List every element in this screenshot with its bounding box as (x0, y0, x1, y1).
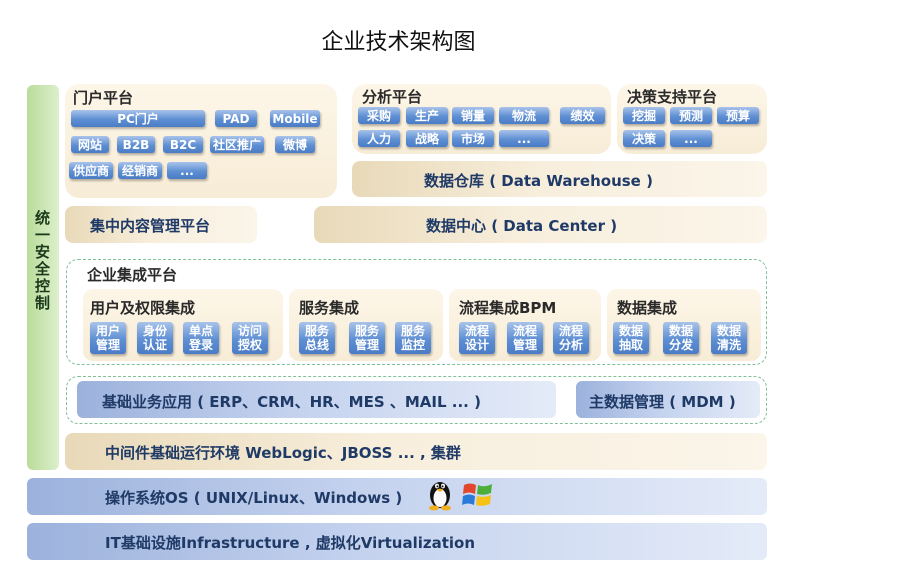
chip-data-extract: 数据 抽取 (613, 322, 649, 354)
group-data-title: 数据集成 (617, 299, 678, 317)
integration-group-service: 服务集成 服务 总线 服务 管理 服务 监控 (289, 289, 443, 361)
infra-bar: IT基础设施Infrastructure , 虚拟化Virtualization (27, 523, 767, 560)
portal-platform: 门户平台 PC门户 PAD Mobile 网站 B2B B2C 社区推广 微博 … (65, 84, 337, 198)
chip-website: 网站 (71, 136, 109, 153)
chip-performance: 绩效 (560, 107, 605, 124)
chip-service-bus: 服务 总线 (299, 322, 335, 354)
analysis-title: 分析平台 (362, 88, 423, 106)
data-warehouse-bar: 数据仓库 ( Data Warehouse ) (352, 161, 767, 197)
cms-bar: 集中内容管理平台 (65, 206, 257, 243)
chip-access: 访问 授权 (232, 322, 268, 354)
security-bar: 统一安全控制 (27, 85, 59, 470)
chip-forecast: 预测 (670, 107, 712, 124)
chip-strategy: 战略 (406, 130, 448, 147)
chip-flow-mgmt: 流程 管理 (507, 322, 543, 354)
chip-data-distribute: 数据 分发 (663, 322, 699, 354)
os-bar: 操作系统OS ( UNIX/Linux、Windows ) (27, 478, 767, 515)
group-bpm-title: 流程集成BPM (459, 299, 557, 317)
middleware-label: 中间件基础运行环境 WebLogic、JBOSS ... , 集群 (105, 444, 461, 462)
group-user-title: 用户及权限集成 (90, 299, 196, 317)
chip-pad: PAD (215, 110, 257, 127)
chip-dealer: 经销商 (118, 162, 162, 179)
chip-b2c: B2C (163, 136, 203, 153)
business-bar: 基础业务应用 ( ERP、CRM、HR、MES 、MAIL ... ) (77, 381, 556, 418)
business-label: 基础业务应用 ( ERP、CRM、HR、MES 、MAIL ... ) (102, 393, 481, 411)
portal-title: 门户平台 (73, 89, 134, 107)
mdm-bar: 主数据管理 ( MDM ) (576, 381, 760, 418)
chip-b2b: B2B (117, 136, 155, 153)
integration-group-user: 用户及权限集成 用户 管理 身份 认证 单点 登录 访问 授权 (83, 289, 283, 361)
chip-user-mgmt: 用户 管理 (90, 322, 126, 354)
group-service-title: 服务集成 (299, 299, 360, 317)
chip-pc-portal: PC门户 (71, 110, 205, 127)
chip-service-monitor: 服务 监控 (395, 322, 431, 354)
chip-hr: 人力 (358, 130, 400, 147)
mdm-label: 主数据管理 ( MDM ) (589, 393, 736, 411)
windows-logo-icon (462, 483, 492, 506)
data-center-label: 数据中心 ( Data Center ) (426, 217, 618, 235)
chip-purchase: 采购 (358, 107, 400, 124)
chip-logistics: 物流 (499, 107, 549, 124)
page-title: 企业技术架构图 (321, 30, 476, 55)
chip-analysis-more: ... (499, 130, 549, 147)
chip-mining: 挖掘 (623, 107, 665, 124)
chip-decide: 决策 (623, 130, 665, 147)
chip-supplier: 供应商 (69, 162, 113, 179)
integration-group-bpm: 流程集成BPM 流程 设计 流程 管理 流程 分析 (449, 289, 601, 361)
chip-budget: 预算 (717, 107, 759, 124)
chip-sso: 单点 登录 (183, 322, 219, 354)
integration-platform: 企业集成平台 用户及权限集成 用户 管理 身份 认证 单点 登录 访问 授权 服… (66, 259, 767, 365)
chip-mobile: Mobile (270, 110, 320, 127)
chip-service-mgmt: 服务 管理 (349, 322, 385, 354)
chip-auth: 身份 认证 (137, 322, 173, 354)
chip-sales: 销量 (452, 107, 494, 124)
chip-production: 生产 (406, 107, 448, 124)
chip-flow-analysis: 流程 分析 (553, 322, 589, 354)
decision-title: 决策支持平台 (627, 88, 718, 106)
chip-weibo: 微博 (275, 136, 315, 153)
chip-decision-more: ... (670, 130, 712, 147)
chip-flow-design: 流程 设计 (459, 322, 495, 354)
chip-market: 市场 (452, 130, 494, 147)
linux-penguin-icon (429, 482, 451, 511)
data-center-bar: 数据中心 ( Data Center ) (314, 206, 767, 243)
business-layer: 基础业务应用 ( ERP、CRM、HR、MES 、MAIL ... ) 主数据管… (66, 376, 767, 424)
cms-label: 集中内容管理平台 (90, 217, 211, 235)
security-label: 统一安全控制 (33, 210, 51, 312)
chip-more: ... (167, 162, 207, 179)
infra-label: IT基础设施Infrastructure , 虚拟化Virtualization (105, 534, 476, 552)
middleware-bar: 中间件基础运行环境 WebLogic、JBOSS ... , 集群 (65, 433, 767, 470)
os-label: 操作系统OS ( UNIX/Linux、Windows ) (105, 489, 403, 507)
chip-community: 社区推广 (210, 136, 264, 153)
data-warehouse-label: 数据仓库 ( Data Warehouse ) (424, 172, 653, 190)
chip-data-clean: 数据 清洗 (711, 322, 747, 354)
analysis-platform: 分析平台 采购 生产 销量 物流 绩效 人力 战略 市场 ... (352, 84, 611, 154)
integration-group-data: 数据集成 数据 抽取 数据 分发 数据 清洗 (607, 289, 761, 361)
integration-title: 企业集成平台 (87, 266, 178, 284)
decision-platform: 决策支持平台 挖掘 预测 预算 决策 ... (617, 84, 767, 154)
